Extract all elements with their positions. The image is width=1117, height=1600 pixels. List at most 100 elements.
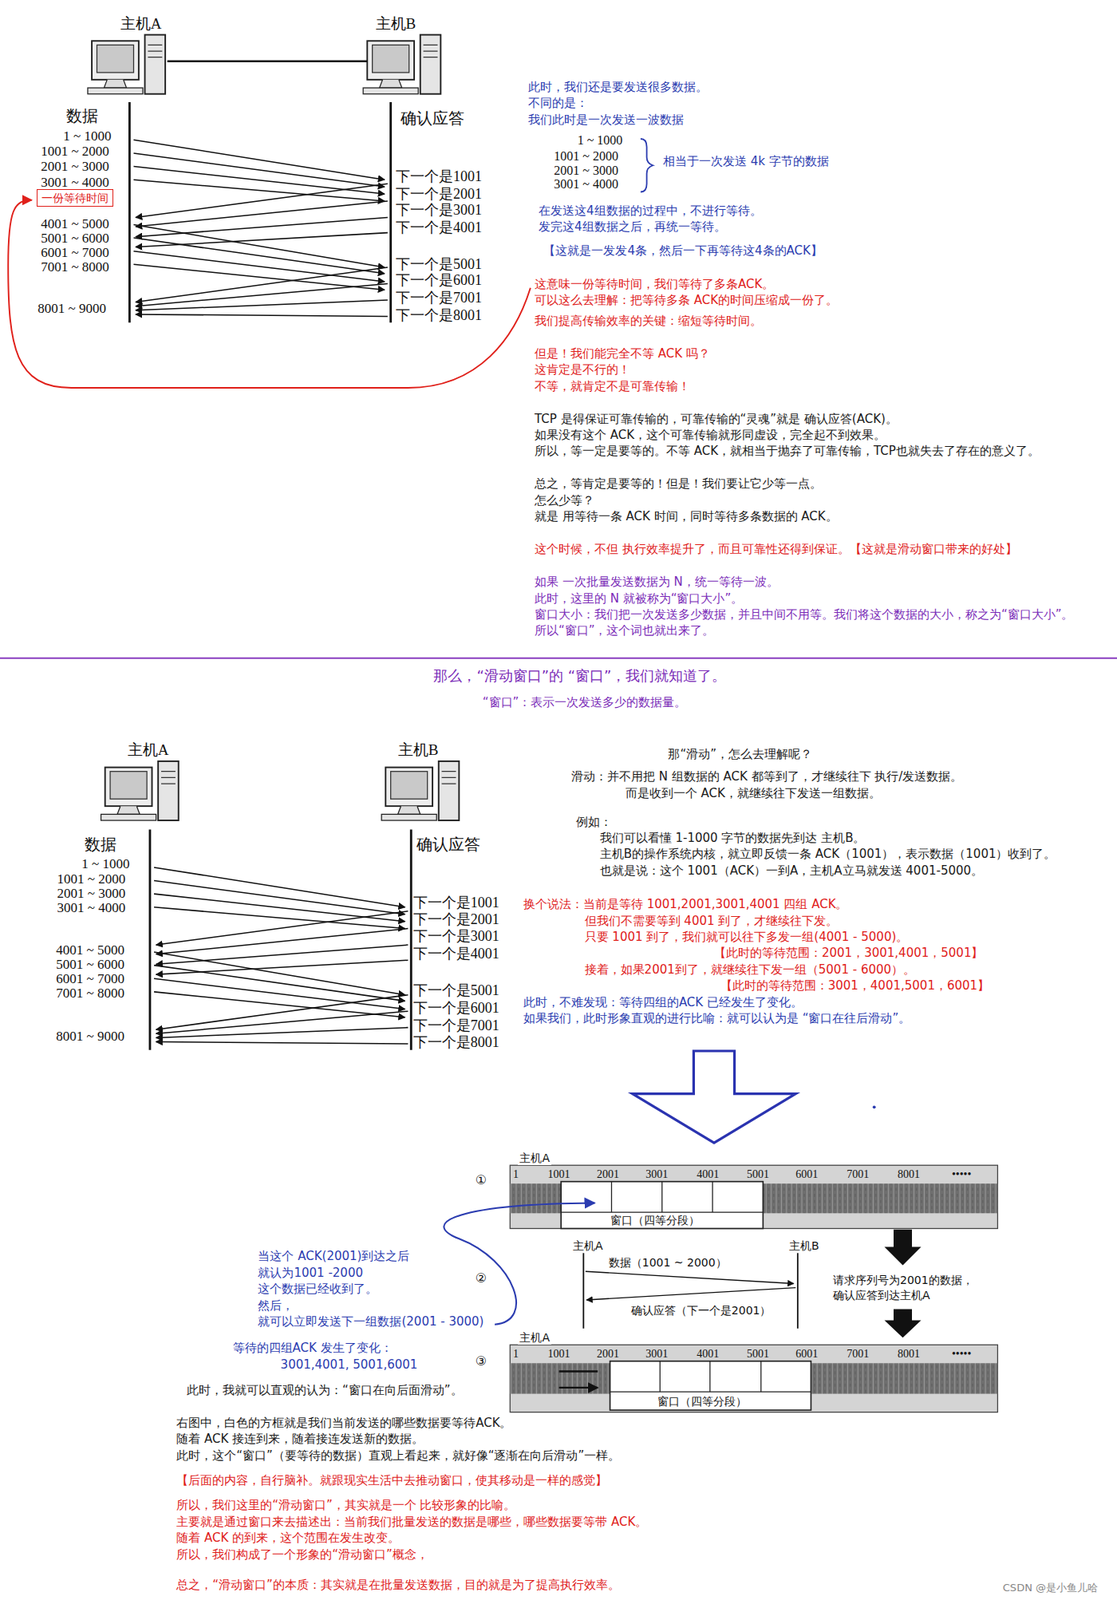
note-text: 所以，我们构成了一个形象的“滑动窗口”概念， [176,1547,429,1562]
column-heading: 确认应答 [400,109,465,128]
note-text: 不同的是： [528,96,589,111]
note-text: 随着 ACK 的到来，这个范围在发生改变。 [176,1531,400,1545]
note-text: “窗口”：表示一次发送多少的数据量。 [482,695,687,710]
note-text: 如果没有这个 ACK，这个可靠传输就形同虚设，完全起不到效果。 [534,428,886,443]
note-text: 这肯定是不行的！ [534,363,631,377]
sequence-number: 5001 [746,1168,770,1181]
ack-label: 下一个是4001 [395,219,482,237]
note-text: 当这个 ACK(2001)到达之后 [257,1249,410,1264]
ack-label: 下一个是3001 [413,927,500,945]
note-text: 在发送这4组数据的过程中，不进行等待。 [538,204,762,218]
sequence-number: 1001 [548,1168,571,1181]
note-text: 就是 用等待一条 ACK 时间，同时等待多条数据的 ACK。 [534,509,838,524]
host-label: 主机A [127,741,170,759]
note-text: 那“滑动”，怎么去理解呢？ [667,747,813,762]
note-text: 就可以立即发送下一组数据(2001 - 3000) [257,1314,484,1329]
callout-number: ① [475,1172,487,1188]
ack-label: 下一个是7001 [395,289,482,307]
data-range: 8001 ~ 9000 [37,300,107,317]
note-text: 如果 一次批量发送数据为 N，统一等待一波。 [534,575,779,589]
note-text: 3001,4001, 5001,6001 [280,1357,419,1372]
note-text: 接着，如果2001到了，就继续往下发一组（5001 - 6000）。 [584,963,916,977]
sequence-number: 7001 [846,1347,869,1361]
note-text: 例如： [576,815,612,829]
figure-label: 主机A [517,1330,552,1344]
callout-number: ③ [475,1353,487,1369]
note-text: 然后， [257,1298,294,1313]
data-range: 3001 ~ 4000 [553,177,619,192]
note-text: 也就是说：这个 1001（ACK）一到A，主机A立马就发送 4001-5000。 [599,864,983,878]
highlight-box: 一份等待时间 [36,189,114,208]
figure-label: 窗口（四等分段） [655,1394,749,1408]
ack-label: 下一个是3001 [395,201,482,219]
note-text: 只要 1001 到了，我们就可以往下多发一组(4001 - 5000)。 [584,930,909,944]
figure-label: 主机A [571,1239,605,1252]
figure-label: 主机A [517,1151,552,1165]
note-text: 所以，等一定是要等的。不等 ACK，就相当于抛弃了可靠传输，TCP也就失去了存在… [534,444,1040,458]
host-label: 主机B [398,741,439,759]
column-heading: 数据 [84,835,117,854]
note-text: 右图中，白色的方框就是我们当前发送的哪些数据要等待ACK。 [176,1416,512,1430]
ack-label: 下一个是5001 [413,982,500,999]
sequence-number: 8001 [897,1347,920,1361]
sequence-number: 1001 [548,1347,571,1361]
ack-label: 下一个是4001 [413,945,500,963]
data-range: 4001 ~ 5000 [55,942,125,959]
sequence-number: 5001 [746,1347,770,1361]
note-text: 此时，不难发现：等待四组的ACK 已经发生了变化。 [523,995,803,1010]
note-text: 相当于一次发送 4k 字节的数据 [663,154,829,169]
note-text: 主机B的操作系统内核，就立即反馈一条 ACK（1001），表示数据（1001）收… [599,847,1057,861]
data-range: 1 ~ 1000 [81,856,130,873]
data-range: 5001 ~ 6000 [40,230,110,247]
box-text: 一份等待时间 [41,191,109,206]
data-range: 2001 ~ 3000 [40,158,110,175]
sequence-number: 8001 [897,1168,920,1181]
ack-label: 下一个是8001 [413,1034,500,1051]
note-text: 滑动：并不用把 N 组数据的 ACK 都等到了，才继续往下 执行/发送数据。 [571,769,963,784]
figure-label: 主机B [787,1239,821,1252]
ack-label: 下一个是5001 [395,256,482,273]
note-text: 我们可以看懂 1-1000 字节的数据先到达 主机B。 [599,831,866,845]
data-range: 1001 ~ 2000 [57,871,127,888]
data-range: 1 ~ 1000 [577,133,624,148]
figure-label: 窗口（四等分段） [608,1213,702,1227]
note-text: 随着 ACK 接连到来，随着接连发送新的数据。 [176,1432,424,1446]
sequence-number: 7001 [846,1168,869,1181]
note-text: 总之，等肯定是要等的！但是！我们要让它少等一点。 [534,477,822,491]
data-range: 3001 ~ 4000 [40,174,110,191]
note-text: 所以，我们这里的“滑动窗口”，其实就是一个 比较形象的比喻。 [176,1498,516,1512]
data-range: 2001 ~ 3000 [57,885,127,902]
sequence-number: 2001 [596,1347,620,1361]
figure-label: 确认应答到达主机A [831,1288,932,1302]
ack-label: 下一个是2001 [395,185,482,203]
section-heading: 那么，“滑动窗口”的 “窗口”，我们就知道了。 [433,667,727,685]
sequence-number: 6001 [795,1347,818,1361]
figure-label: 数据（1001 ~ 2000） [607,1255,729,1269]
note-text: 我们此时是一次发送一波数据 [528,113,684,127]
sequence-number: 4001 [696,1168,719,1181]
data-range: 1001 ~ 2000 [553,149,619,164]
note-text: 等待的四组ACK 发生了变化： [232,1341,393,1355]
ack-label: 下一个是7001 [413,1017,500,1035]
note-text: 【后面的内容，自行脑补。就跟现实生活中去推动窗口，使其移动是一样的感觉】 [176,1473,608,1488]
note-text: 但是！我们能完全不等 ACK 吗？ [534,347,711,361]
note-text: 而是收到一个 ACK，就继续往下发送一组数据。 [625,786,881,801]
data-range: 1 ~ 1000 [63,128,111,145]
note-text: 不等，就肯定不是可靠传输！ [534,379,691,394]
note-text: 此时，这里的 N 就被称为“窗口大小”。 [534,592,743,606]
sequence-number: 3001 [645,1168,668,1181]
note-text: 窗口大小：我们把一次发送多少数据，并且中间不用等。我们将这个数据的大小，称之为“… [534,607,1074,622]
note-text: 所以“窗口”，这个词也就出来了。 [534,623,715,638]
note-text: 此时，我就可以直观的认为：“窗口在向后面滑动”。 [186,1383,463,1398]
data-range: 7001 ~ 8000 [55,985,125,1002]
ack-label: 下一个是1001 [413,894,500,912]
sequence-number: ••••• [951,1347,972,1361]
note-text: 此时，这个“窗口”（要等待的数据）直观上看起来，就好像“逐渐在向后滑动”一样。 [176,1448,620,1463]
note-text: 换个说法：当前是等待 1001,2001,3001,4001 四组 ACK。 [523,897,849,912]
sequence-number: 1 [513,1168,519,1181]
note-text: 发完这4组数据之后，再统一等待。 [538,220,727,234]
data-range: 8001 ~ 9000 [55,1028,125,1045]
note-text: 这个时候，不但 执行效率提升了，而且可靠性还得到保证。【这就是滑动窗口带来的好处… [534,542,1018,557]
data-range: 4001 ~ 5000 [40,216,110,233]
data-range: 6001 ~ 7000 [55,970,125,987]
